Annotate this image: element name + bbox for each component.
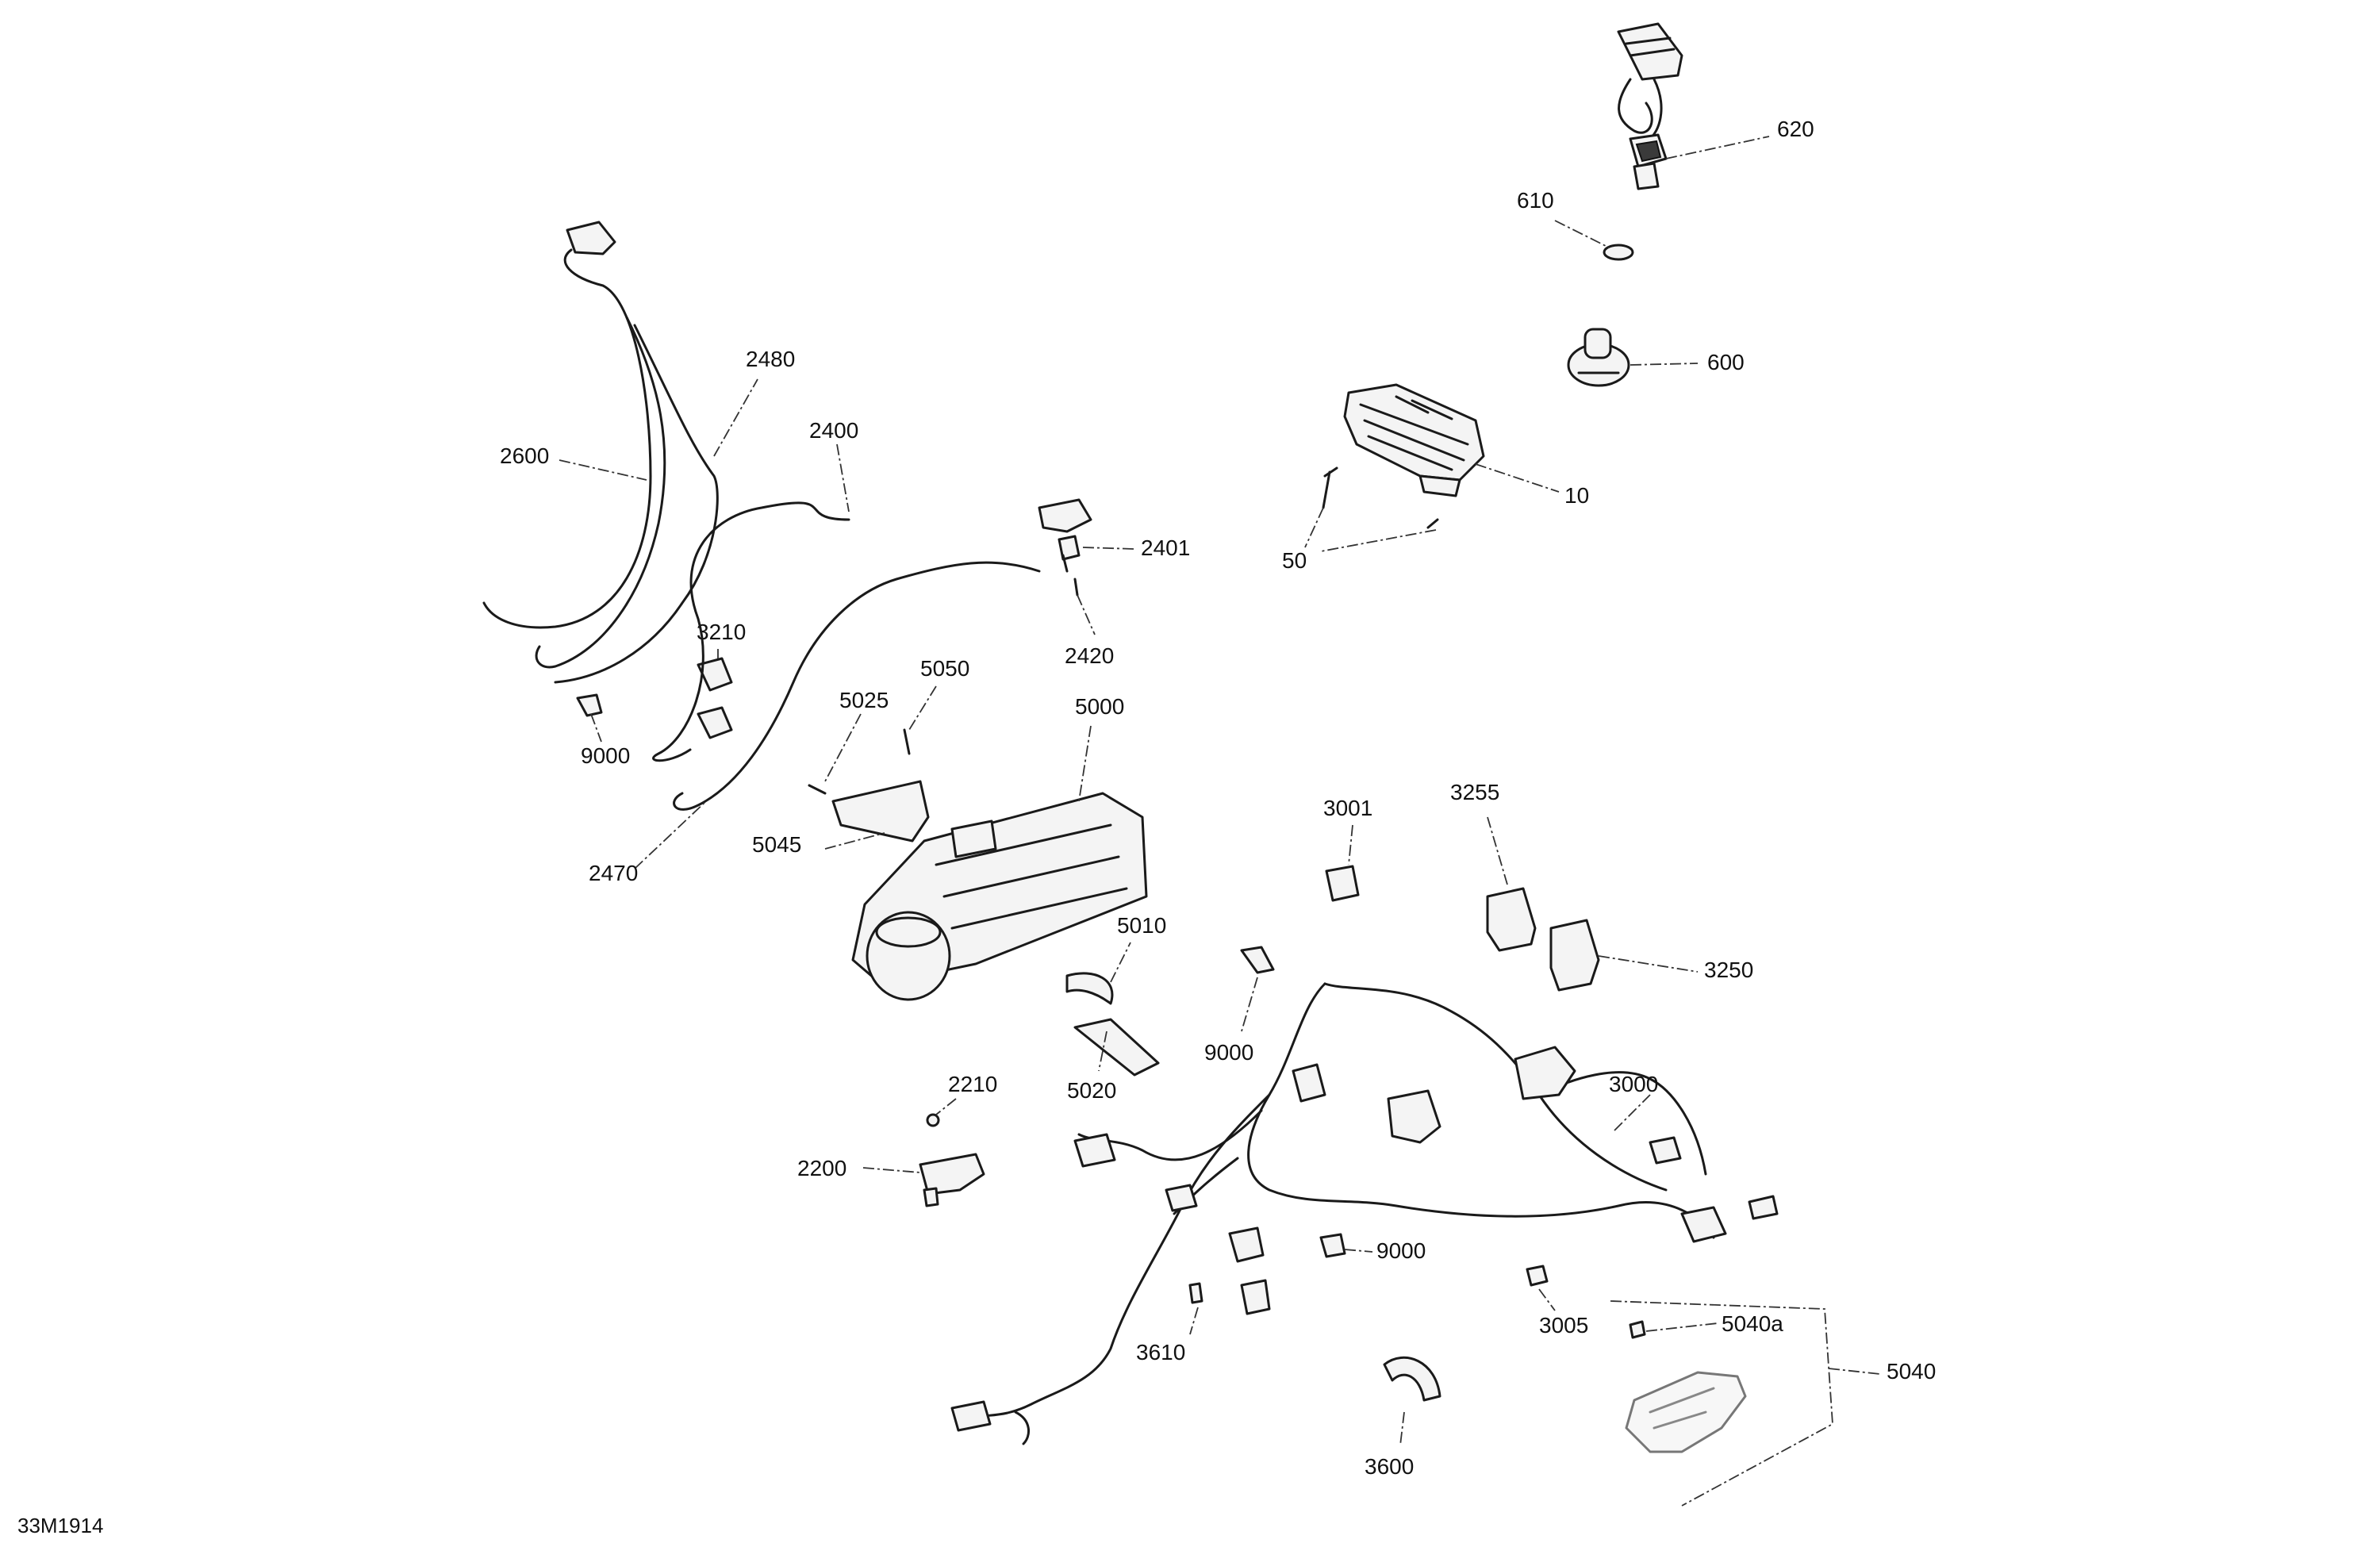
leader-610	[1554, 220, 1610, 248]
callout-620: 620	[1777, 117, 1814, 141]
callout-5040: 5040	[1887, 1359, 1936, 1384]
leader-2480	[713, 378, 758, 457]
leader-3255	[1487, 816, 1508, 885]
part-9000-clip-c	[1319, 1233, 1346, 1258]
part-5010-clamp	[1065, 972, 1114, 1005]
leader-3005	[1538, 1288, 1556, 1311]
leader-5010	[1110, 942, 1131, 983]
part-9000-clip-a	[576, 693, 603, 717]
leader-5050	[908, 685, 937, 731]
part-610-grommet	[1603, 244, 1634, 261]
callout-5050: 5050	[920, 656, 969, 681]
callout-3255: 3255	[1450, 780, 1499, 804]
leader-2200	[862, 1167, 921, 1173]
leader-3600	[1399, 1411, 1405, 1446]
part-2600-2480-harness	[482, 221, 719, 684]
leader-2210	[935, 1098, 957, 1115]
drawing-code: 33M1914	[17, 1514, 103, 1537]
leader-3250	[1598, 955, 1699, 973]
part-3255-relay	[1486, 887, 1537, 952]
callout-2470: 2470	[589, 861, 638, 885]
part-3600-clamp	[1383, 1356, 1441, 1402]
leader-3001	[1348, 824, 1353, 866]
leader-10	[1475, 463, 1560, 493]
leader-2400	[836, 443, 850, 512]
callout-10: 10	[1564, 483, 1589, 508]
leader-2420	[1077, 594, 1096, 635]
part-3001-relay	[1325, 865, 1360, 902]
leader-3610	[1189, 1307, 1199, 1335]
leader-2401	[1082, 547, 1135, 550]
leader-9000b	[1241, 977, 1258, 1032]
leader-9000a	[590, 713, 602, 743]
callout-2400: 2400	[809, 418, 858, 443]
leader-2470	[634, 800, 707, 869]
leader-600	[1630, 363, 1699, 366]
leader-5000	[1078, 725, 1092, 802]
leader-50b	[1320, 529, 1437, 552]
leader-5045	[824, 832, 885, 850]
leader-5025	[824, 713, 862, 782]
leader-5040	[1828, 1368, 1881, 1375]
part-600-knob-switch	[1567, 328, 1630, 387]
part-3250-relay	[1549, 919, 1600, 992]
leader-9000c	[1344, 1249, 1373, 1253]
part-2400-sensor-harness	[652, 498, 1092, 811]
callout-50: 50	[1282, 548, 1307, 573]
callout-9000c: 9000	[1376, 1238, 1426, 1263]
callout-9000b: 9000	[1204, 1040, 1253, 1065]
callout-3001: 3001	[1323, 796, 1372, 820]
part-2200-map-sensor	[919, 1153, 985, 1207]
callout-2480: 2480	[746, 347, 795, 371]
part-3210-connector	[697, 657, 733, 739]
part-10-instrument-cluster	[1343, 383, 1485, 497]
callout-610: 610	[1517, 188, 1554, 213]
callout-5045: 5045	[752, 832, 801, 857]
part-5040-bracket-kit	[1625, 1320, 1747, 1453]
callout-3005: 3005	[1539, 1313, 1588, 1338]
callout-3210: 3210	[697, 620, 746, 644]
callout-3250: 3250	[1704, 958, 1753, 982]
leader-2600	[559, 459, 647, 481]
callout-600: 600	[1707, 350, 1745, 374]
callout-9000a: 9000	[581, 743, 630, 768]
callout-2600: 2600	[500, 443, 549, 468]
leader-5020	[1098, 1031, 1107, 1072]
callout-5025: 5025	[839, 688, 889, 712]
callout-5020: 5020	[1067, 1078, 1116, 1103]
part-50-screws	[1322, 466, 1439, 529]
leader-3000	[1614, 1094, 1651, 1131]
part-5000-ecu-module	[851, 792, 1148, 1001]
callout-3600: 3600	[1365, 1454, 1414, 1479]
callout-2401: 2401	[1141, 535, 1190, 560]
callout-3610: 3610	[1136, 1340, 1185, 1365]
callout-2210: 2210	[948, 1072, 997, 1096]
part-5020-bracket	[1073, 1018, 1160, 1077]
callout-5010: 5010	[1117, 913, 1166, 938]
callout-5000: 5000	[1075, 694, 1124, 719]
leader-5040-bracket	[1610, 1300, 1833, 1507]
part-2210-screw	[926, 1113, 940, 1127]
callout-2420: 2420	[1065, 643, 1114, 668]
part-3610-sensor	[1188, 1282, 1203, 1304]
part-5045-bracket	[831, 780, 930, 843]
part-620-switch-assembly	[1617, 22, 1683, 190]
leader-5040a	[1645, 1322, 1718, 1332]
part-5050-5025-bolts	[808, 728, 911, 795]
callout-3000: 3000	[1609, 1072, 1658, 1096]
callout-5040a: 5040a	[1722, 1311, 1783, 1336]
part-3005-fastener	[1526, 1265, 1549, 1287]
leader-50a	[1304, 507, 1324, 548]
callout-2200: 2200	[797, 1156, 846, 1180]
part-3000-main-harness	[950, 982, 1779, 1445]
leader-620	[1665, 136, 1770, 159]
part-9000-clip-b	[1240, 946, 1275, 974]
